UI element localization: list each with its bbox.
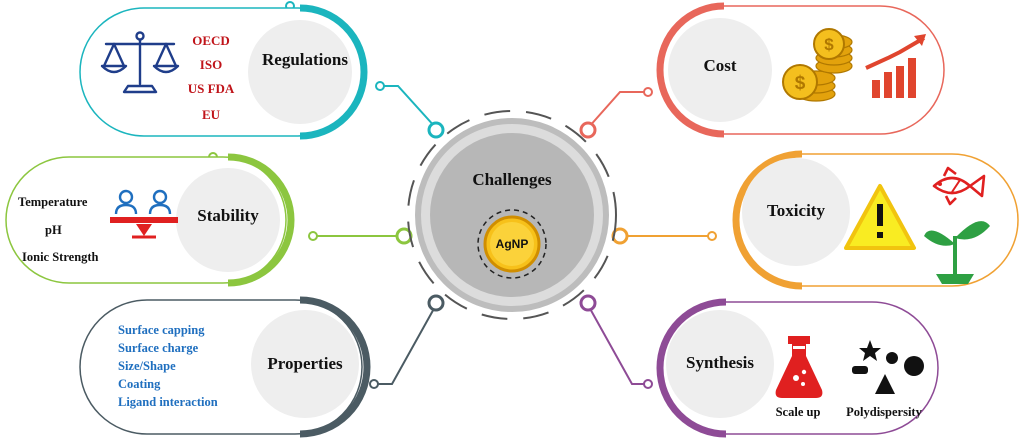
properties-connector (374, 304, 437, 385)
stability-title: Stability (197, 206, 259, 225)
toxicity-title: Toxicity (767, 201, 825, 220)
properties-title: Properties (267, 354, 343, 373)
regulations-connector (380, 85, 437, 129)
synthesis-connector (587, 304, 648, 385)
scales-icon (100, 31, 180, 94)
regulations-item: EU (201, 107, 221, 122)
svg-text:$: $ (795, 73, 806, 94)
synthesis-caption: Polydispersity (846, 405, 922, 419)
properties-item: Surface charge (118, 341, 199, 355)
synthesis-caption: Scale up (775, 405, 821, 419)
stability-item: pH (45, 223, 62, 237)
svg-text:$: $ (824, 35, 834, 54)
regulations-item: OECD (192, 33, 230, 48)
properties-item: Surface capping (118, 323, 205, 337)
regulations-item: US FDA (187, 81, 235, 96)
stability-item: Ionic Strength (22, 250, 99, 264)
flask-shapes-icon (775, 336, 924, 398)
warning-fish-plant-icon (844, 166, 990, 284)
properties-item: Coating (118, 377, 161, 391)
stability-item: Temperature (18, 195, 88, 209)
cost-connector (587, 91, 648, 129)
regulations-title: Regulations (262, 50, 348, 69)
coins-growth-chart-icon: $ $ (782, 28, 926, 102)
properties-item: Size/Shape (118, 359, 176, 373)
regulations-item: ISO (199, 57, 223, 72)
synthesis-title: Synthesis (685, 353, 755, 372)
center-title: Challenges (472, 170, 552, 189)
center-core-label: AgNP (495, 237, 529, 251)
properties-item: Ligand interaction (118, 395, 218, 409)
people-seesaw-icon (110, 189, 178, 239)
center-hub (407, 110, 617, 320)
cost-title: Cost (703, 56, 737, 75)
